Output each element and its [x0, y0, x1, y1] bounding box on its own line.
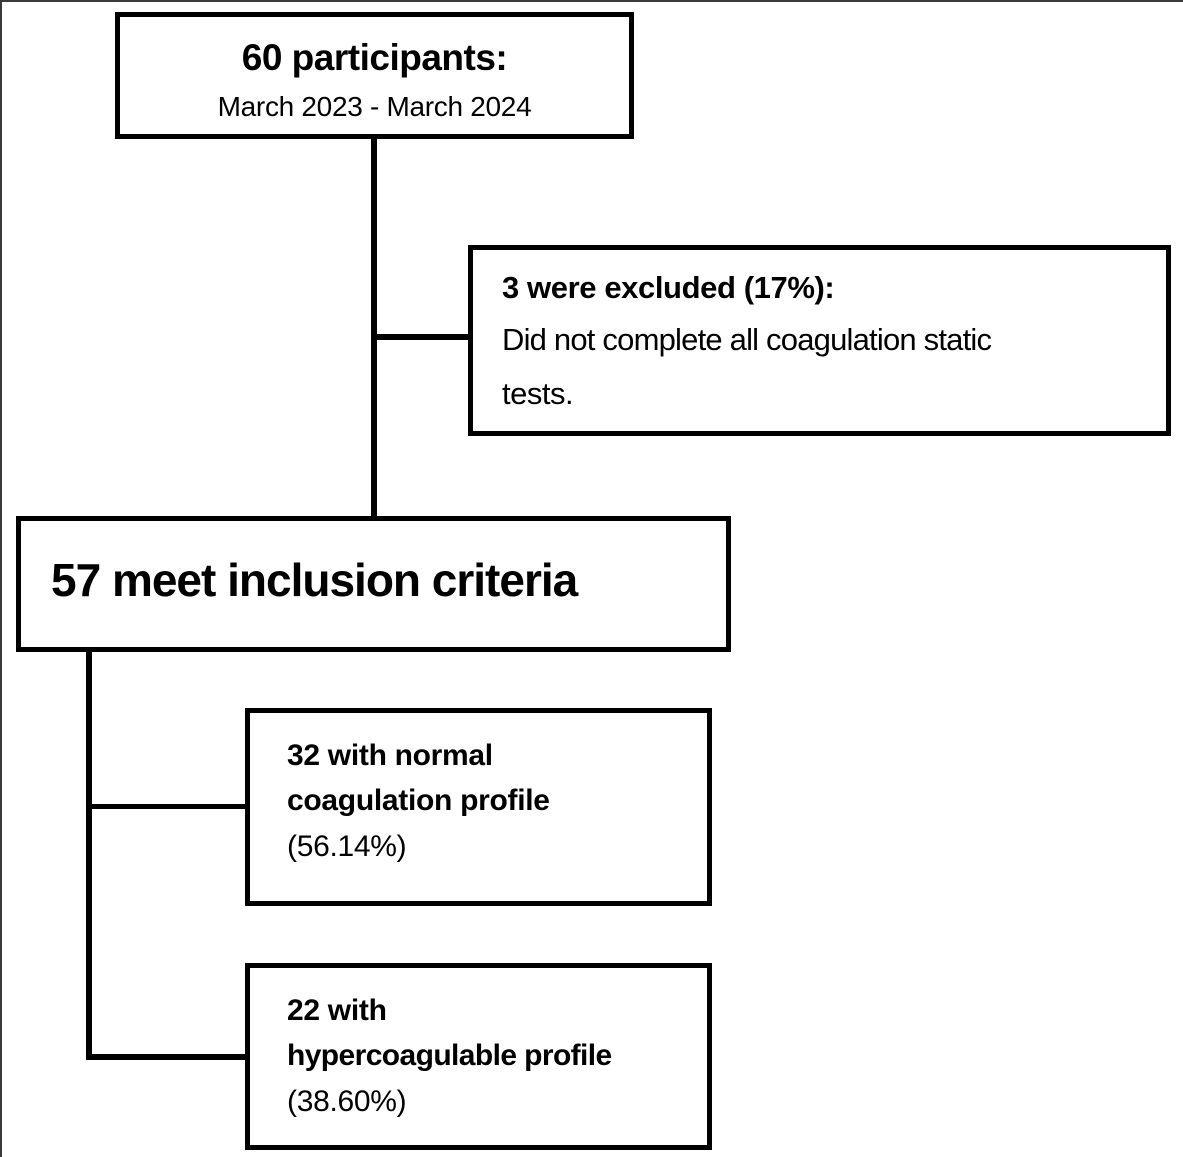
- excluded-reason-line-2: tests.: [502, 376, 574, 411]
- hypercoagulable-profile-line-2: hypercoagulable profile: [287, 1039, 612, 1072]
- normal-profile-percent: (56.14%): [287, 830, 407, 863]
- participants-period: March 2023 - March 2024: [217, 91, 532, 122]
- normal-profile-line-2: coagulation profile: [287, 784, 550, 817]
- node-participants: 60 participants: March 2023 - March 2024: [115, 12, 634, 139]
- inclusion-label: 57 meet inclusion criteria: [51, 554, 578, 606]
- excluded-reason-line-1: Did not complete all coagulation static: [502, 322, 992, 357]
- node-hypercoagulable-profile: 22 with hypercoagulable profile (38.60%): [245, 963, 712, 1150]
- connector-inclusion-to-hypercoagulable-profile: [86, 1054, 248, 1060]
- excluded-heading: 3 were excluded (17%):: [502, 270, 835, 305]
- connector-inclusion-spine: [86, 650, 92, 1060]
- normal-profile-line-1: 32 with normal: [287, 739, 493, 772]
- connector-inclusion-to-normal-profile: [86, 804, 248, 809]
- connector-participants-to-inclusion: [371, 137, 377, 520]
- hypercoagulable-profile-line-1: 22 with: [287, 994, 387, 1027]
- node-normal-profile: 32 with normal coagulation profile (56.1…: [245, 708, 712, 906]
- node-inclusion-criteria: 57 meet inclusion criteria: [16, 516, 731, 652]
- hypercoagulable-profile-percent: (38.60%): [287, 1085, 407, 1118]
- connector-participants-to-excluded: [371, 334, 471, 340]
- node-excluded: 3 were excluded (17%): Did not complete …: [468, 245, 1171, 436]
- participants-title: 60 participants:: [241, 37, 508, 78]
